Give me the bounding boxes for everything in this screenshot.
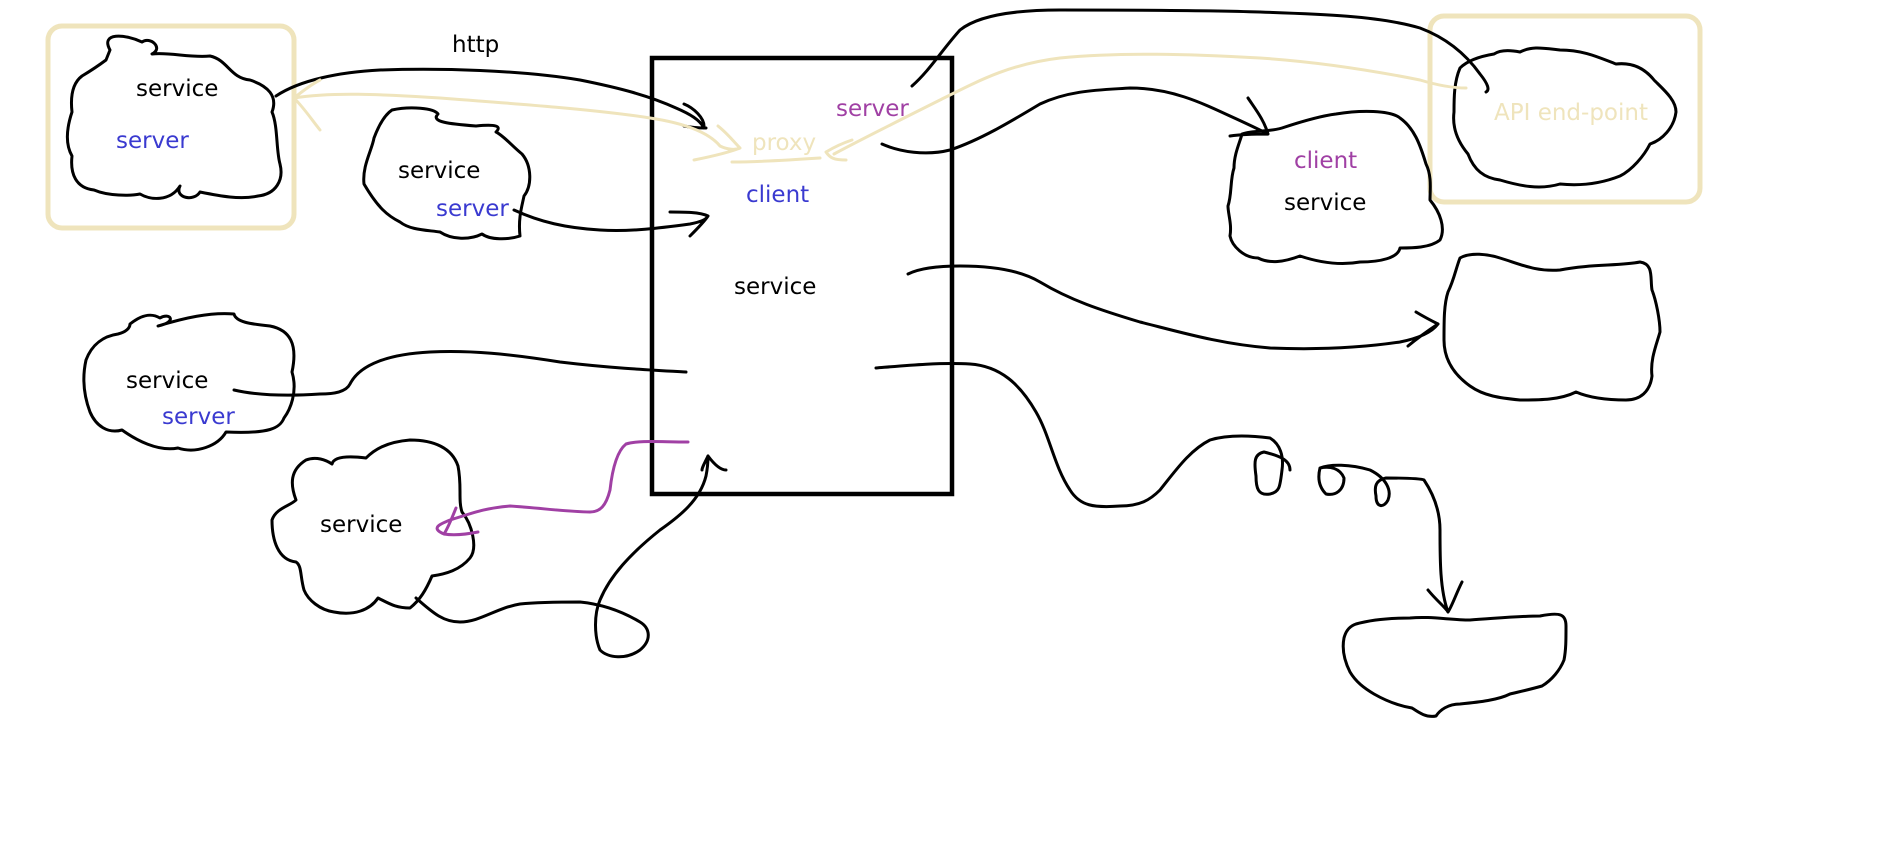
cloud-bottom-right: [1341, 612, 1568, 718]
cloud-mid-left-service-label: service: [398, 158, 481, 184]
highlight-box-left: [45, 23, 297, 231]
cloud-top-right-service-label: service: [1284, 190, 1367, 216]
cloud-left: [82, 312, 296, 452]
connector-purple-client: [435, 440, 690, 537]
highlight-box-api: [1427, 13, 1703, 205]
cloud-mid-left: [362, 106, 532, 241]
center-server-label: server: [836, 96, 909, 122]
cloud-left-server-label: server: [162, 404, 235, 430]
connector-right: [906, 264, 1440, 351]
cloud-bottom-left-service-label: service: [320, 512, 403, 538]
label-http: http: [452, 32, 500, 58]
connector-proxy-right: [730, 52, 1468, 164]
connector-top-to-api: [910, 8, 1490, 94]
central-service-box: [649, 55, 955, 497]
center-service-label: service: [734, 274, 817, 300]
connector-left: [232, 349, 688, 397]
cloud-bottom-left: [270, 438, 476, 615]
center-client-label: client: [746, 182, 810, 208]
cloud-top-left-service-label: service: [136, 76, 219, 102]
cloud-api-endpoint-label: API end-point: [1494, 100, 1648, 126]
cloud-left-service-label: service: [126, 368, 209, 394]
cloud-top-right: [1226, 109, 1444, 266]
center-proxy-label: proxy: [752, 130, 817, 156]
connector-proxy-left: [292, 78, 742, 162]
cloud-top-right-client-label: client: [1294, 148, 1358, 174]
connector-bottom-loop: [414, 454, 728, 659]
cloud-top-left: [65, 34, 283, 200]
cloud-top-left-server-label: server: [116, 128, 189, 154]
connector-top-right: [880, 86, 1270, 155]
connector-bottom-right: [874, 361, 1464, 614]
cloud-right-empty: [1442, 252, 1662, 402]
connector-mid-left: [512, 208, 710, 238]
cloud-api: [1452, 46, 1678, 189]
cloud-mid-left-server-label: server: [436, 196, 509, 222]
connector-http: [274, 67, 708, 130]
